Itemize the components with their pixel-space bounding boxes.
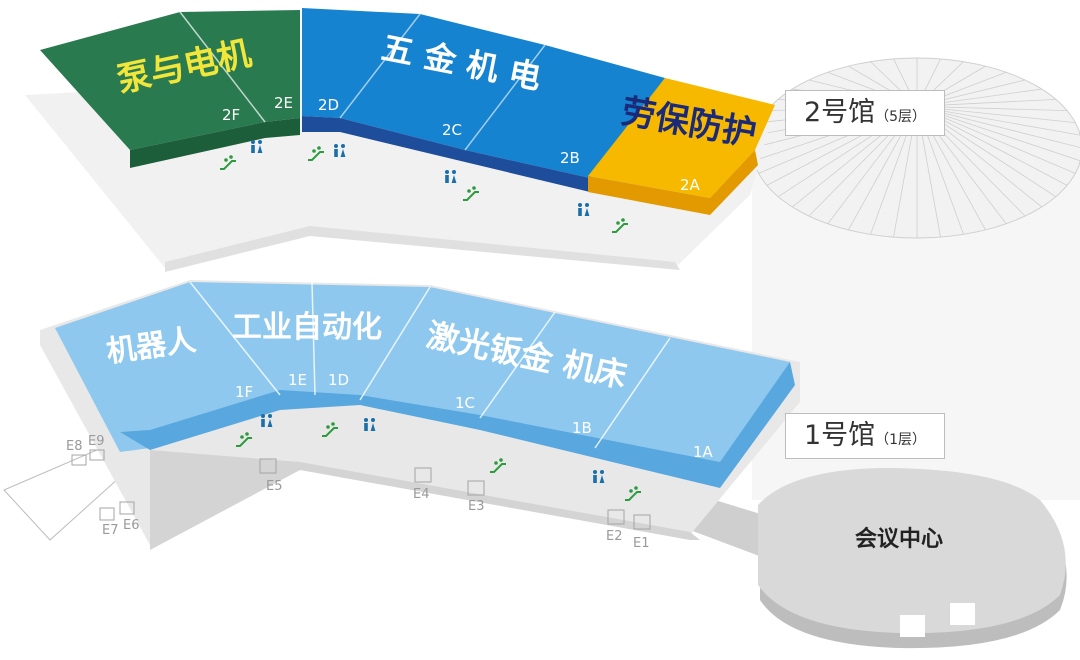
exit-label-e1: E1 — [633, 536, 650, 551]
hall-code-2f: 2F — [222, 106, 240, 124]
hall-code-1d: 1D — [328, 371, 349, 389]
exit-label-e9: E9 — [88, 434, 105, 449]
hall-code-2b: 2B — [560, 149, 580, 167]
hall-code-1c: 1C — [455, 394, 475, 412]
hall-code-2c: 2C — [442, 121, 462, 139]
exit-label-e8: E8 — [66, 439, 83, 454]
exit-label-e6: E6 — [123, 518, 140, 533]
rotunda-ray — [923, 107, 1080, 148]
zone-title-industrial-automation: 工业自动化 — [232, 310, 382, 345]
conference-center-label: 会议中心 — [855, 526, 943, 552]
exit-label-e5: E5 — [266, 479, 283, 494]
rotunda-ray — [923, 108, 1076, 174]
hall-code-2a: 2A — [680, 176, 701, 194]
hall-code-1b: 1B — [572, 419, 592, 437]
hall-1-levels: （1层） — [875, 432, 927, 448]
exit-label-e4: E4 — [413, 487, 430, 502]
rotunda-ray — [923, 106, 1076, 124]
rotunda-ray — [923, 108, 1080, 162]
rotunda-ray — [923, 107, 1080, 136]
hall-code-1e: 1E — [288, 371, 307, 389]
hall-code-2d: 2D — [318, 96, 339, 114]
lower-floor — [3, 280, 800, 560]
hall-1-callout: 1号馆（1层） — [785, 413, 945, 459]
rotunda-ray — [922, 109, 1068, 186]
upper-floor — [25, 8, 775, 272]
hall-2-levels: （5层） — [875, 109, 927, 125]
hall-2-callout: 2号馆（5层） — [785, 90, 945, 136]
rotunda-ray — [922, 106, 1068, 112]
hall-1-label: 1号馆 — [803, 420, 876, 451]
hall-code-1f: 1F — [235, 383, 253, 401]
hall-2-label: 2号馆 — [803, 97, 876, 128]
hall-code-1a: 1A — [693, 443, 714, 461]
exit-label-e7: E7 — [102, 523, 119, 538]
conference-center — [758, 468, 1067, 649]
exit-label-e2: E2 — [606, 529, 623, 544]
hall-code-2e: 2E — [274, 94, 293, 112]
exit-label-e3: E3 — [468, 499, 485, 514]
